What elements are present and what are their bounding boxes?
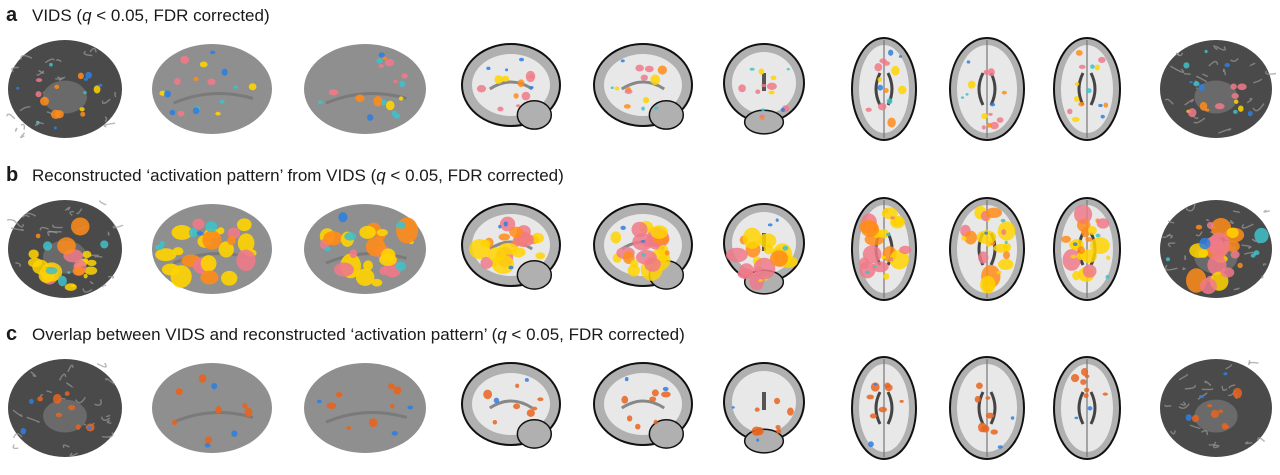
coronal-slice-brain-image [720, 190, 808, 308]
axial-slice-brain-image [1050, 30, 1124, 148]
axial-slice-brain-image [848, 30, 920, 148]
panel-b: b Reconstructed ‘activation pattern’ fro… [0, 160, 1280, 316]
medial-3d-left-brain-image [4, 190, 126, 308]
sagittal-slice-brain-image [458, 30, 564, 148]
panel-a: a VIDS (q < 0.05, FDR corrected) [0, 0, 1280, 156]
axial-slice-brain-image [1050, 349, 1124, 467]
medial-3d-right-brain-image [1156, 349, 1276, 467]
axial-slice-brain-image [946, 30, 1028, 148]
axial-slice-brain-image [848, 190, 920, 308]
panel-a-letter: a [6, 4, 18, 26]
panel-c-title: Overlap between VIDS and reconstructed ‘… [32, 325, 685, 345]
panel-b-header: b Reconstructed ‘activation pattern’ fro… [6, 164, 564, 188]
panel-c-title-q: q [497, 325, 507, 344]
panel-a-title-q: q [82, 6, 92, 25]
panel-a-title-post: < 0.05, FDR corrected) [91, 6, 270, 25]
panel-c-header: c Overlap between VIDS and reconstructed… [6, 323, 685, 347]
panel-c-title-post: < 0.05, FDR corrected) [506, 325, 685, 344]
lateral-inflated-left-brain-image [148, 190, 276, 308]
panel-b-letter: b [6, 164, 19, 186]
panel-b-title-q: q [376, 166, 386, 185]
panel-a-header: a VIDS (q < 0.05, FDR corrected) [6, 4, 270, 28]
panel-b-brain-row [0, 188, 1280, 314]
panel-b-title: Reconstructed ‘activation pattern’ from … [32, 166, 564, 186]
sagittal-slice-brain-image [590, 349, 696, 467]
panel-a-title: VIDS (q < 0.05, FDR corrected) [32, 6, 270, 26]
lateral-inflated-left-brain-image [148, 30, 276, 148]
axial-slice-brain-image [848, 349, 920, 467]
panel-c: c Overlap between VIDS and reconstructed… [0, 319, 1280, 475]
sagittal-slice-brain-image [458, 190, 564, 308]
axial-slice-brain-image [946, 190, 1028, 308]
panel-b-title-pre: Reconstructed ‘activation pattern’ from … [32, 166, 377, 185]
panel-a-title-pre: VIDS ( [32, 6, 83, 25]
sagittal-slice-brain-image [590, 30, 696, 148]
panel-a-brain-row [0, 28, 1280, 154]
panel-c-brain-row [0, 347, 1280, 473]
axial-slice-brain-image [946, 349, 1028, 467]
sagittal-slice-brain-image [458, 349, 564, 467]
coronal-slice-brain-image [720, 30, 808, 148]
lateral-inflated-right-brain-image [300, 349, 430, 467]
lateral-inflated-right-brain-image [300, 30, 430, 148]
panel-c-letter: c [6, 323, 18, 345]
lateral-inflated-right-brain-image [300, 190, 430, 308]
panel-c-title-pre: Overlap between VIDS and reconstructed ‘… [32, 325, 498, 344]
coronal-slice-brain-image [720, 349, 808, 467]
panel-b-title-post: < 0.05, FDR corrected) [385, 166, 564, 185]
medial-3d-left-brain-image [4, 349, 126, 467]
medial-3d-right-brain-image [1156, 30, 1276, 148]
medial-3d-right-brain-image [1156, 190, 1276, 308]
lateral-inflated-left-brain-image [148, 349, 276, 467]
medial-3d-left-brain-image [4, 30, 126, 148]
sagittal-slice-brain-image [590, 190, 696, 308]
axial-slice-brain-image [1050, 190, 1124, 308]
